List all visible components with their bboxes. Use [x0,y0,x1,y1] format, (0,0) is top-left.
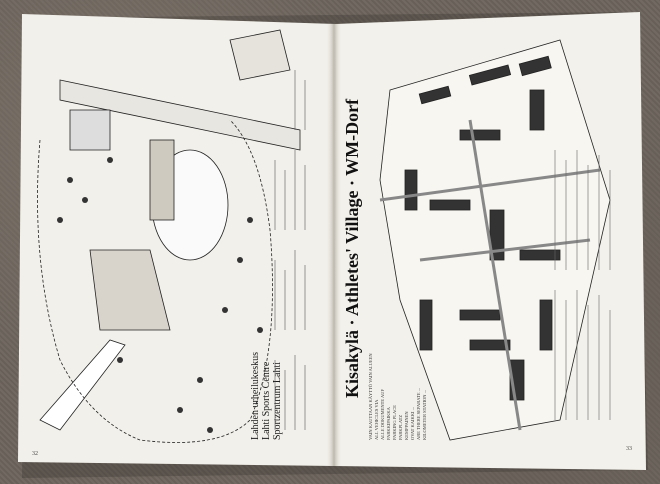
right-page-number: 33 [626,446,632,452]
right-page-title: Kisakylä · Athletes' Village · WM-Dorf [342,98,362,398]
sports-centre-map [37,29,301,443]
svg-text:ALL VEHICLES VIA: ALL VEHICLES VIA [374,399,379,440]
svg-text:ALLE DOKUMENTE AUF: ALLE DOKUMENTE AUF [380,389,385,440]
right-footnotes: VAIN KAUTTAAN KÄYTTÖ VAIN ALUEEN ALL VEH… [368,353,427,440]
left-title-de: Sportzentrum Lahti [272,362,283,440]
left-page-number: 32 [32,451,38,457]
left-title-fi: Lahden urheilukeskus [250,352,261,440]
svg-text:ARE THERE SEPARATE ...: ARE THERE SEPARATE ... [416,388,421,440]
left-page-title-block: Lahden urheilukeskus Lahti Sports Centre… [250,352,283,440]
left-title-en: Lahti Sports Centre [261,361,272,440]
athletes-village-map [379,39,611,441]
svg-text:PARKING PLACE: PARKING PLACE [392,405,397,440]
svg-text:OVAT KAIKKI ...: OVAT KAIKKI ... [410,407,415,440]
svg-text:KILOMETER STATION ...: KILOMETER STATION ... [422,390,427,440]
svg-text:VAIN KAUTTAAN KÄYTTÖ VAIN ALUE: VAIN KAUTTAAN KÄYTTÖ VAIN ALUEEN [368,353,373,440]
svg-text:KEMPPAINEN: KEMPPAINEN [404,411,409,440]
svg-text:PARKPLATZ: PARKPLATZ [398,415,403,440]
svg-text:PARKKIPAIKKA: PARKKIPAIKKA [386,406,391,440]
